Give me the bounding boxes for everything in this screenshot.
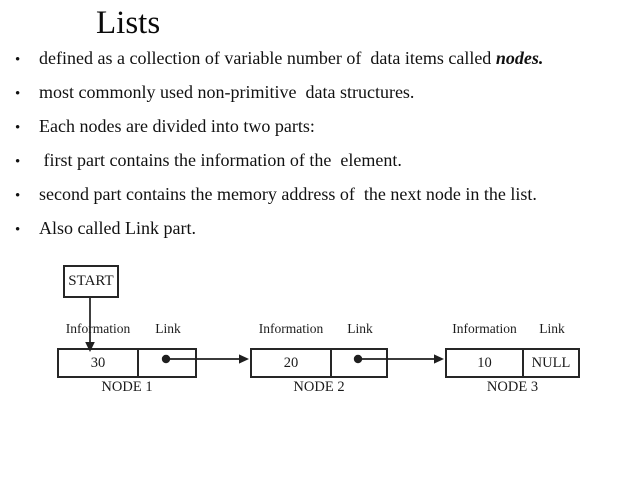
bullet-text: Also called Link part.: [39, 218, 196, 238]
bullet-text: defined as a collection of variable numb…: [39, 48, 496, 68]
information-label: Information: [258, 321, 324, 336]
bullet-icon: •: [15, 52, 21, 68]
node-2-caption: NODE 2: [293, 379, 345, 395]
information-label: Information: [452, 321, 517, 336]
node-3-caption: NODE 3: [486, 379, 539, 395]
bullet-text: second part contains the memory address …: [39, 184, 537, 204]
node-1: Information Link 30 NODE 1: [57, 321, 197, 395]
information-label: Information: [65, 321, 131, 336]
node-1-link-cell: [139, 350, 195, 376]
bullet-icon: •: [15, 120, 21, 136]
link-label: Link: [155, 321, 181, 336]
bullet-item: • most commonly used non-primitive data s…: [0, 75, 640, 109]
bullet-item: • first part contains the information of…: [0, 143, 640, 177]
node-2-box: 20: [250, 348, 388, 378]
node-2-link-cell: [332, 350, 386, 376]
bullet-item: • Also called Link part.: [0, 211, 640, 245]
bullet-text: most commonly used non-primitive data st…: [39, 82, 415, 102]
bullet-icon: •: [15, 86, 21, 102]
bullet-item: • defined as a collection of variable num…: [0, 41, 640, 75]
node-1-box: 30: [57, 348, 197, 378]
bullet-text: first part contains the information of t…: [39, 150, 402, 170]
node-1-labels: Information Link: [57, 321, 197, 337]
node-1-arrowhead-icon: [239, 354, 249, 364]
node-2-arrowhead-icon: [434, 354, 444, 364]
bullet-item: • second part contains the memory address…: [0, 177, 640, 211]
node-3-labels: Information Link: [445, 321, 580, 337]
bullet-icon: •: [15, 222, 21, 238]
node-1-caption: NODE 1: [101, 379, 153, 395]
node-3-box: 10 NULL: [445, 348, 580, 378]
bullet-list: • defined as a collection of variable num…: [0, 41, 640, 245]
node-3-information-cell: 10: [447, 350, 524, 376]
start-box: START: [63, 265, 119, 298]
link-label: Link: [347, 321, 373, 336]
bullet-icon: •: [15, 154, 21, 170]
link-label: Link: [539, 321, 565, 336]
bullet-icon: •: [15, 188, 21, 204]
bullet-emphasis-text: nodes.: [495, 48, 544, 68]
node-1-information-cell: 30: [59, 350, 139, 376]
node-2-information-cell: 20: [252, 350, 332, 376]
node-3-link-cell: NULL: [531, 355, 571, 371]
bullet-text: Each nodes are divided into two parts:: [39, 116, 315, 136]
page-title: Lists: [96, 5, 161, 41]
node-2: Information Link 20 NODE 2: [250, 321, 388, 395]
bullet-item: • Each nodes are divided into two parts:: [0, 109, 640, 143]
node-3: Information Link 10 NULL NODE 3: [445, 321, 580, 395]
node-2-labels: Information Link: [250, 321, 388, 337]
